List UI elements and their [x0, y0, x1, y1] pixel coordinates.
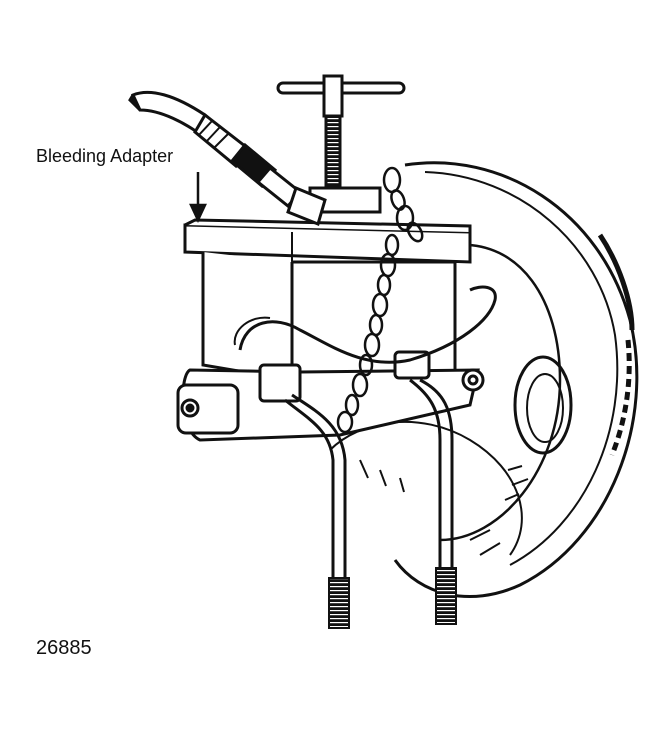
bleeder-hose: [128, 90, 327, 227]
retaining-chain: [336, 166, 424, 434]
hose-coupling: [193, 112, 327, 227]
callout-arrow: [189, 172, 207, 223]
figure-number: 26885: [36, 637, 92, 659]
threaded-line-ends: [328, 567, 457, 629]
t-handle-screw: [276, 74, 406, 214]
master-cylinder: [176, 218, 485, 442]
brake-booster: [329, 161, 639, 598]
brake-lines: [233, 285, 497, 580]
bleeding-adapter-label: Bleeding Adapter: [36, 146, 174, 166]
